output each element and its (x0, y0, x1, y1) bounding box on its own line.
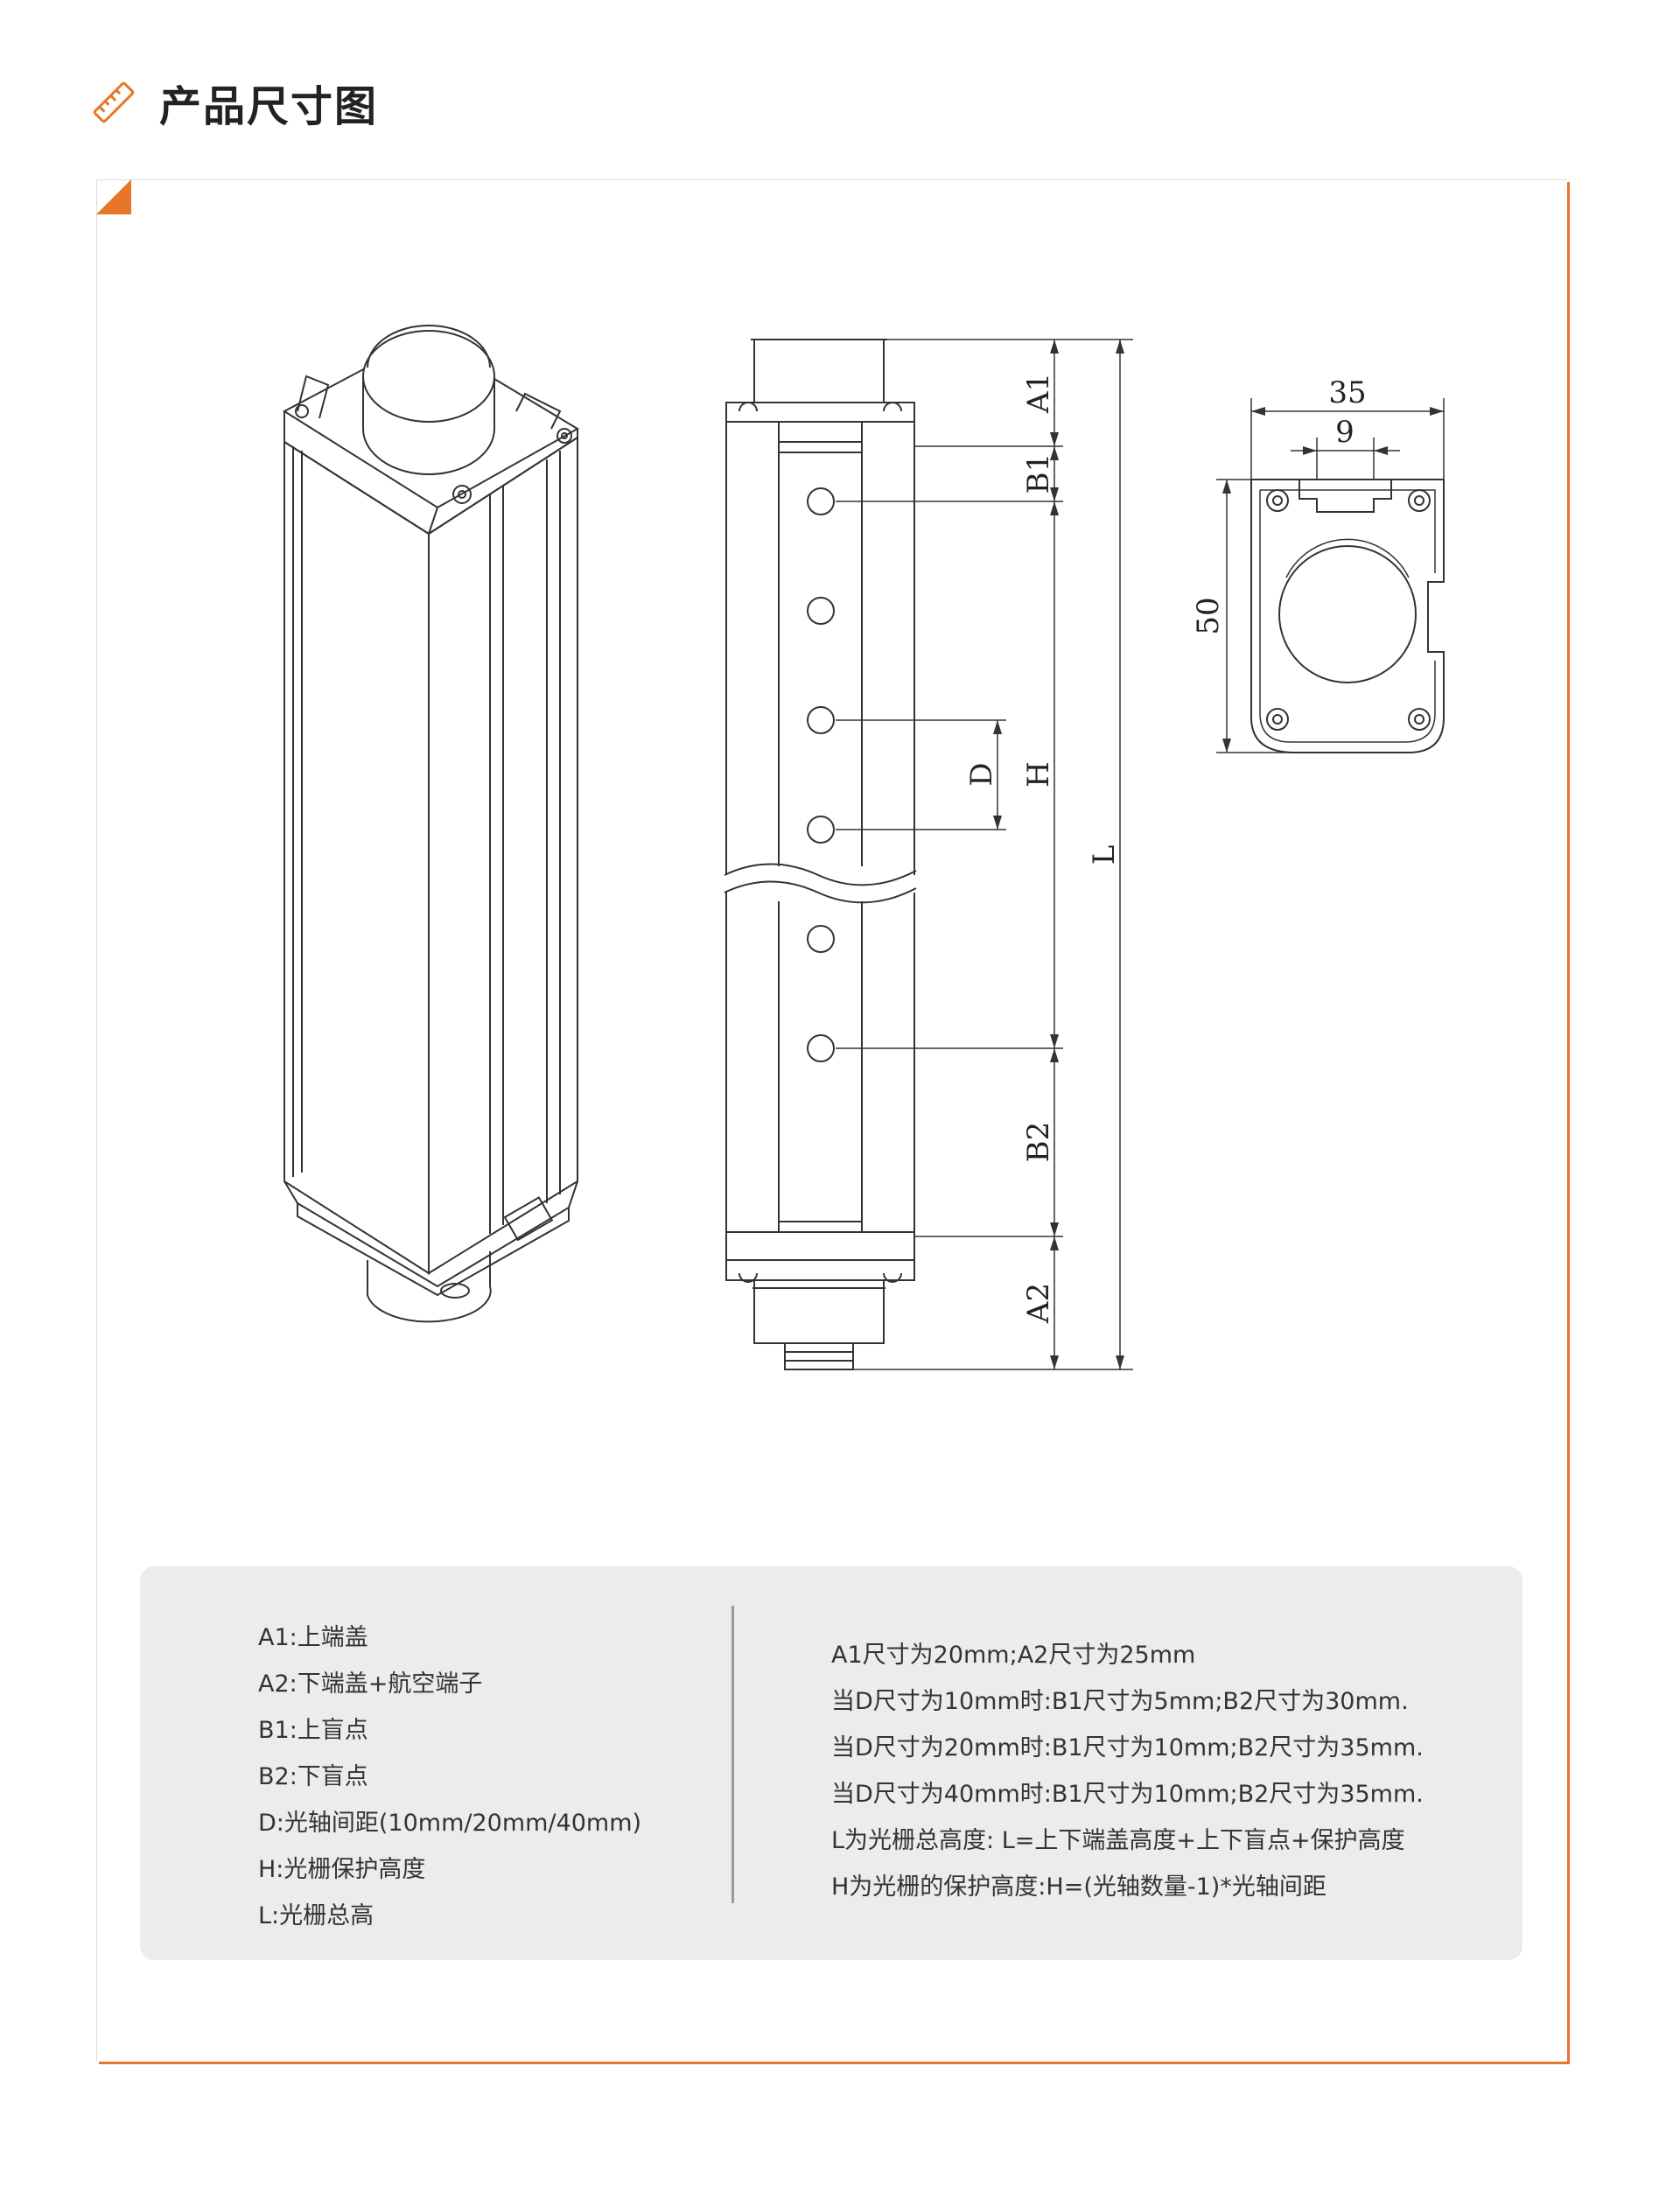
legend-item: L:光栅总高 (258, 1902, 374, 1929)
dim-label-l: L (1087, 845, 1122, 865)
legend-item: B1:上盲点 (258, 1717, 368, 1744)
legend-item: A1:上端盖 (258, 1624, 368, 1651)
legend-panel: A1:上端盖 A2:下端盖+航空端子 B1:上盲点 B2:下盲点 D:光轴间距(… (140, 1566, 1522, 1960)
front-elevation (724, 339, 1133, 1370)
legend-note: 当D尺寸为10mm时:B1尺寸为5mm;B2尺寸为30mm. (831, 1688, 1409, 1715)
legend-note: A1尺寸为20mm;A2尺寸为25mm (831, 1642, 1196, 1669)
legend-note: H为光栅的保护高度:H=(光轴数量-1)*光轴间距 (831, 1873, 1326, 1901)
legend-item: D:光轴间距(10mm/20mm/40mm) (258, 1810, 642, 1837)
legend-item: A2:下端盖+航空端子 (258, 1670, 483, 1698)
top-view (1216, 398, 1445, 753)
legend-item: H:光栅保护高度 (258, 1856, 426, 1883)
legend-note: L为光栅总高度: L=上下端盖高度+上下盲点+保护高度 (831, 1827, 1405, 1854)
legend-note: 当D尺寸为20mm时:B1尺寸为10mm;B2尺寸为35mm. (831, 1734, 1424, 1761)
dim-label-height-50: 50 (1191, 597, 1226, 634)
page-title: 产品尺寸图 (159, 82, 379, 131)
legend-note: 当D尺寸为40mm时:B1尺寸为10mm;B2尺寸为35mm. (831, 1781, 1424, 1808)
frame-corner-mark (96, 179, 131, 214)
diagram-frame (96, 179, 1567, 2062)
ruler-icon (93, 81, 135, 123)
legend-item: B2:下盲点 (258, 1763, 368, 1790)
page-header: 产品尺寸图 (88, 72, 378, 133)
dim-label-b1: B1 (1021, 453, 1056, 494)
dim-label-h: H (1021, 761, 1056, 788)
dim-label-width-35: 35 (1328, 375, 1366, 410)
dim-label-d: D (964, 762, 999, 786)
dim-label-a1: A1 (1021, 373, 1056, 414)
dim-label-b2: B2 (1021, 1122, 1056, 1163)
legend-notes: A1尺寸为20mm;A2尺寸为25mm 当D尺寸为10mm时:B1尺寸为5mm;… (831, 1632, 1424, 1910)
legend-divider (732, 1606, 734, 1903)
dim-label-width-9: 9 (1335, 415, 1354, 450)
legend-definitions: A1:上端盖 A2:下端盖+航空端子 B1:上盲点 B2:下盲点 D:光轴间距(… (258, 1614, 641, 1939)
isometric-view (283, 325, 579, 1323)
dim-label-a2: A2 (1021, 1283, 1056, 1324)
